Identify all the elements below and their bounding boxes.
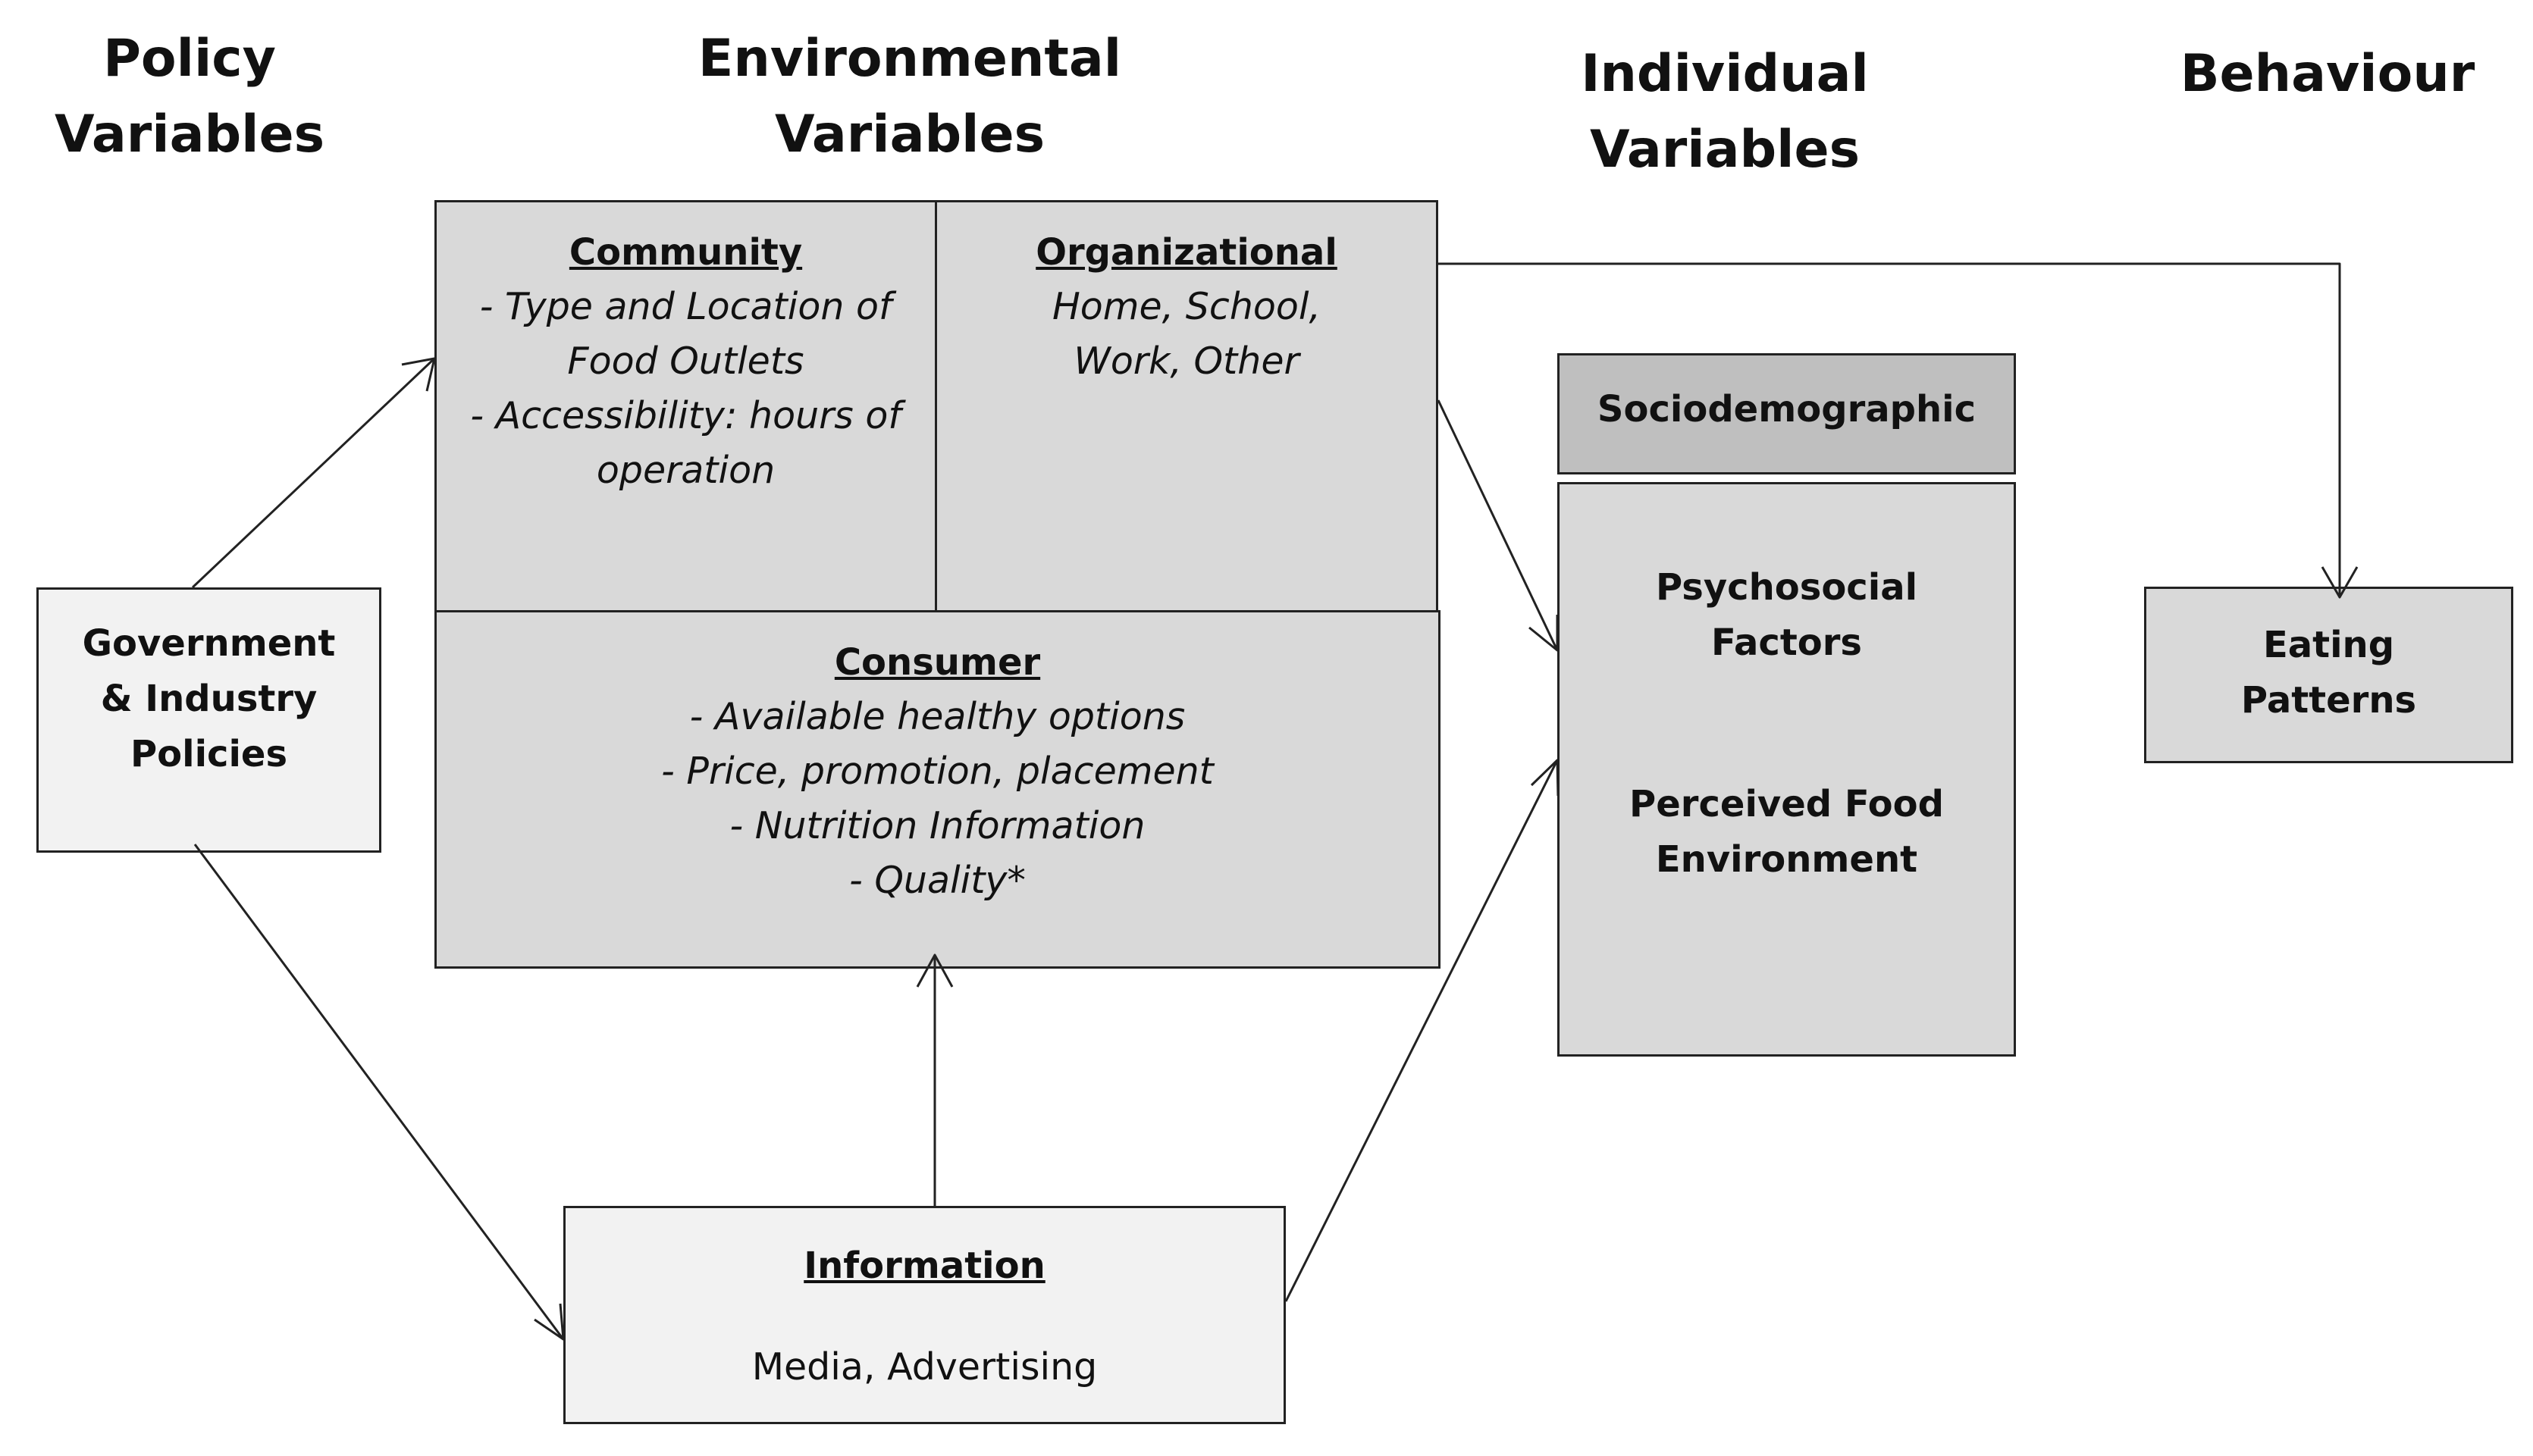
arrow-government-to-community <box>191 357 436 589</box>
header-behaviour: Behaviour <box>2146 36 2509 112</box>
arrow-organizational-to-individual <box>1437 399 1559 651</box>
individual-factors-box: Psychosocial Factors Perceived Food Envi… <box>1557 482 2016 1057</box>
consumer-line-2: - Price, promotion, placement <box>661 750 1214 793</box>
eating-patterns-box: Eating Patterns <box>2144 587 2513 763</box>
organizational-line-1: Home, School, <box>1052 285 1321 328</box>
perceived-line-1: Perceived Food <box>1629 783 1944 825</box>
header-environmental-variables: Environmental Variables <box>667 21 1152 173</box>
arrowhead-information-to-consumer <box>916 953 954 988</box>
psychosocial-line-2: Factors <box>1711 622 1862 664</box>
government-line-3: Policies <box>130 733 288 775</box>
header-policy-variables: Policy Variables <box>45 21 334 173</box>
sociodemographic-label: Sociodemographic <box>1597 388 1977 431</box>
government-line-2: & Industry <box>100 678 318 720</box>
consumer-line-4: - Quality* <box>849 859 1026 902</box>
consumer-title: Consumer <box>834 641 1041 684</box>
organizational-box: Organizational Home, School, Work, Other <box>935 200 1438 614</box>
arrowhead-organizational-to-individual <box>1528 615 1559 652</box>
consumer-line-3: - Nutrition Information <box>729 804 1146 847</box>
arrowhead-government-to-community <box>401 357 436 392</box>
arrow-government-to-information <box>193 844 565 1340</box>
header-individual-line-2: Variables <box>1589 120 1861 180</box>
community-title: Community <box>569 231 803 274</box>
header-environmental-line-1: Environmental <box>698 29 1122 89</box>
government-line-1: Government <box>82 622 336 665</box>
header-environmental-line-2: Variables <box>774 105 1045 164</box>
psychosocial-line-1: Psychosocial <box>1655 566 1918 609</box>
header-individual-variables: Individual Variables <box>1539 36 1911 188</box>
consumer-box: Consumer - Available healthy options - P… <box>434 610 1440 969</box>
information-title: Information <box>804 1245 1045 1287</box>
header-policy-line-2: Variables <box>54 105 325 164</box>
arrowhead-organizational-to-eating <box>2321 566 2359 599</box>
eating-line-2: Patterns <box>2240 679 2417 722</box>
perceived-line-2: Environment <box>1655 838 1918 881</box>
consumer-line-1: - Available healthy options <box>689 695 1186 738</box>
information-text: Media, Advertising <box>751 1345 1098 1389</box>
community-line-1: - Type and Location of <box>479 285 892 328</box>
community-line-2: Food Outlets <box>567 340 804 383</box>
arrowhead-government-to-information <box>534 1303 565 1341</box>
eating-line-1: Eating <box>2262 624 2395 666</box>
arrow-information-to-individual <box>1284 759 1559 1302</box>
information-box: Information Media, Advertising <box>563 1206 1286 1424</box>
community-line-3: - Accessibility: hours of <box>470 394 901 437</box>
organizational-line-2: Work, Other <box>1074 340 1299 383</box>
organizational-title: Organizational <box>1036 231 1337 274</box>
header-policy-line-1: Policy <box>103 29 276 89</box>
header-individual-line-1: Individual <box>1581 44 1869 104</box>
arrowhead-information-to-individual <box>1530 759 1560 797</box>
header-behaviour-line-1: Behaviour <box>2180 44 2475 104</box>
community-line-4: operation <box>596 449 776 492</box>
sociodemographic-box: Sociodemographic <box>1557 353 2016 474</box>
government-industry-policies-box: Government & Industry Policies <box>36 587 381 853</box>
arrow-organizational-to-eating <box>1438 262 2341 597</box>
